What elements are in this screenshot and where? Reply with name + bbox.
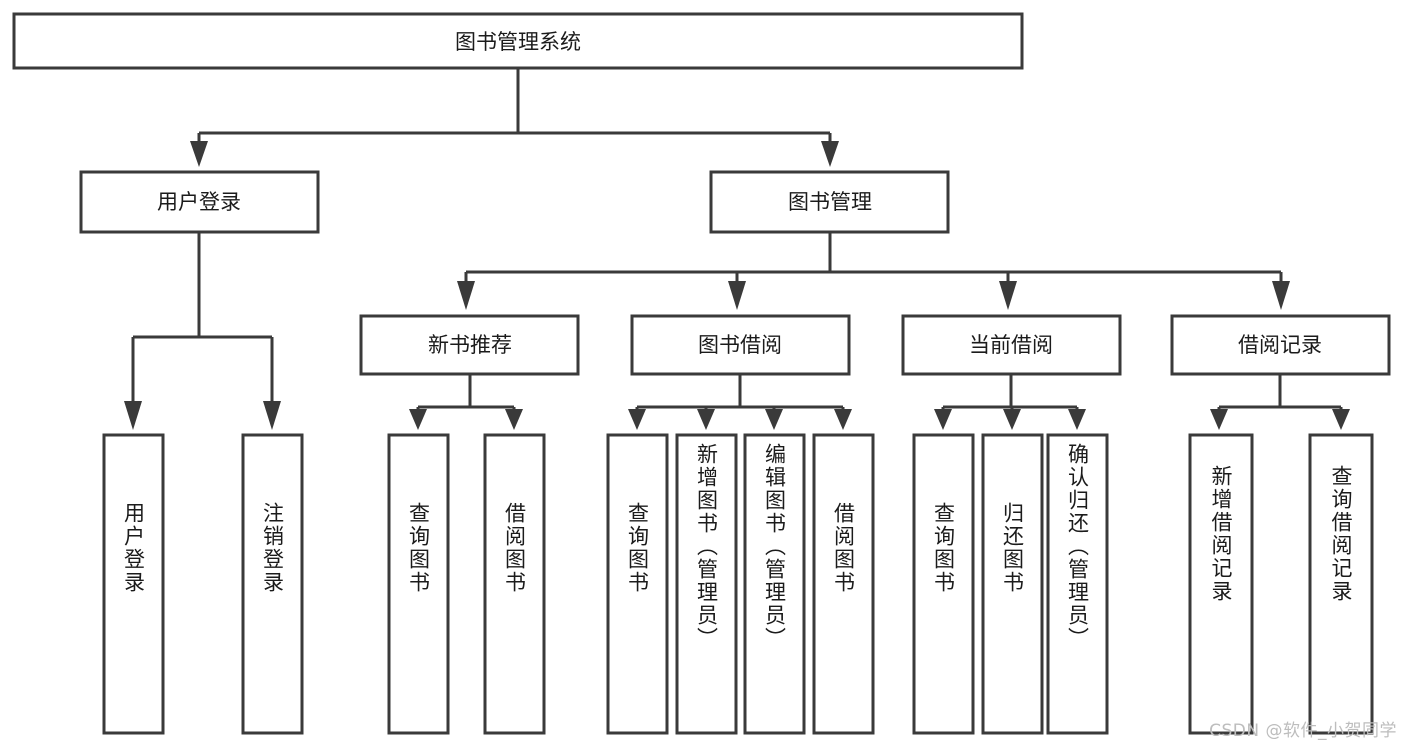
- arrow-head-user-login-leaf-0: [124, 401, 142, 430]
- node-user-login-label: 用户登录: [157, 190, 241, 214]
- node-borrow-record-box[interactable]: [1170, 314, 1391, 376]
- leaf-box-query-book-1[interactable]: [387, 433, 450, 735]
- leaf-box-query-book-3[interactable]: [912, 433, 975, 735]
- node-book-borrow-box[interactable]: [630, 314, 851, 376]
- node-borrow-record-label: 借阅记录: [1238, 333, 1322, 357]
- leaf-box-return-book[interactable]: [981, 433, 1044, 735]
- arrow-head-bm-level2-3: [1272, 281, 1290, 310]
- node-new-book-recommend-box[interactable]: [359, 314, 580, 376]
- node-book-borrow-label: 图书借阅: [698, 333, 782, 357]
- arrow-head-currentborrow-leaf-1: [1003, 409, 1021, 430]
- arrow-head-bookborrow-leaf-0: [628, 409, 646, 430]
- arrow-head-user-login-leaf-1: [263, 401, 281, 430]
- arrow-head-bookborrow-leaf-3: [834, 409, 852, 430]
- leaf-box-borrow-book-2[interactable]: [812, 433, 875, 735]
- leaf-box-borrow-book-1[interactable]: [483, 433, 546, 735]
- leaf-box-query-book-2[interactable]: [606, 433, 669, 735]
- arrow-head-currentborrow-leaf-2: [1068, 409, 1086, 430]
- node-root-box[interactable]: [12, 12, 1024, 70]
- arrow-head-newbook-leaf-0: [409, 409, 427, 430]
- arrow-head-borrowrecord-leaf-0: [1210, 409, 1228, 430]
- node-book-management-label: 图书管理: [788, 190, 872, 214]
- arrow-head-bm-level2-1: [728, 281, 746, 310]
- node-new-book-recommend-label: 新书推荐: [428, 333, 512, 357]
- node-current-borrow-label: 当前借阅: [969, 333, 1053, 357]
- arrow-head-bm-level2-2: [999, 281, 1017, 310]
- leaf-box-confirm-return[interactable]: [1046, 433, 1109, 735]
- leaf-box-query-record[interactable]: [1308, 433, 1374, 735]
- arrow-head-root-to-book-management: [821, 141, 839, 167]
- leaf-box-logout-login[interactable]: [241, 433, 304, 735]
- arrow-head-bookborrow-leaf-2: [765, 409, 783, 430]
- leaf-box-add-record[interactable]: [1188, 433, 1254, 735]
- arrow-head-bookborrow-leaf-1: [697, 409, 715, 430]
- arrow-head-bm-level2-0: [457, 281, 475, 310]
- leaf-box-edit-book[interactable]: [743, 433, 806, 735]
- node-book-management-box[interactable]: [709, 170, 950, 234]
- node-current-borrow-box[interactable]: [901, 314, 1122, 376]
- arrow-head-newbook-leaf-1: [505, 409, 523, 430]
- node-root-label: 图书管理系统: [455, 30, 581, 54]
- watermark-text: CSDN @软件_小贺同学: [1209, 721, 1397, 741]
- leaf-box-add-book[interactable]: [675, 433, 738, 735]
- leaf-box-user-login[interactable]: [102, 433, 165, 735]
- arrow-head-root-to-user-login: [190, 141, 208, 167]
- arrow-head-borrowrecord-leaf-1: [1332, 409, 1350, 430]
- arrow-head-currentborrow-leaf-0: [934, 409, 952, 430]
